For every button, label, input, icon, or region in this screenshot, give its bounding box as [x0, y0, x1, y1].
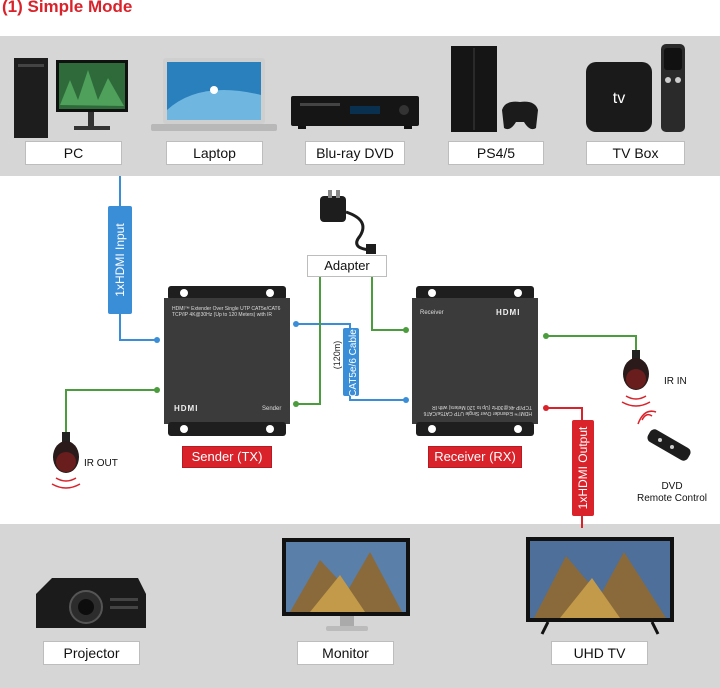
power-adapter-icon	[320, 190, 376, 254]
sender-tag: Sender (TX)	[182, 446, 272, 468]
cable-length-label: (120m)	[332, 340, 342, 370]
laptop-icon	[151, 58, 277, 131]
receiver-device-icon	[412, 286, 538, 436]
tv-icon	[526, 537, 674, 635]
sender-device-icon	[164, 286, 290, 436]
tv-box-icon: tv	[586, 44, 685, 132]
hdmi-input-badge	[108, 206, 132, 314]
hdmi-output-badge	[572, 420, 594, 516]
source-label-laptop: Laptop	[166, 141, 263, 165]
cable-badge	[343, 328, 359, 396]
receiver-side-label: Receiver	[420, 310, 444, 316]
display-label-uhdtv: UHD TV	[551, 641, 648, 665]
hdmi-output-label: 1xHDMI Output	[576, 426, 590, 510]
ir-out-cable	[65, 389, 157, 440]
source-label-pc: PC	[25, 141, 122, 165]
cable-label: CAT5e/6 Cable	[348, 329, 359, 397]
source-label-tvbox: TV Box	[586, 141, 685, 165]
bluray-player-icon	[291, 96, 419, 129]
svg-text:tv: tv	[613, 90, 625, 107]
power-cable-tx	[296, 276, 321, 405]
page-title: (1) Simple Mode	[2, 0, 133, 16]
desktop-pc-icon	[14, 58, 128, 138]
hdmi-input-label: 1xHDMI Input	[113, 223, 127, 297]
ir-out-label: IR OUT	[84, 458, 118, 469]
ir-emitter-icon	[51, 432, 81, 489]
ir-in-label: IR IN	[664, 376, 687, 387]
sender-print: HDMI™ Extender Over Single UTP CAT5e/CAT…	[172, 306, 281, 318]
ir-receiver-icon	[621, 350, 651, 407]
display-label-monitor: Monitor	[297, 641, 394, 665]
display-label-projector: Projector	[43, 641, 140, 665]
remote-label-line2: Remote Control	[636, 493, 708, 504]
power-cable-rx	[371, 276, 406, 331]
adapter-label: Adapter	[307, 255, 387, 277]
remote-label-line1: DVD	[661, 481, 683, 492]
source-label-ps: PS4/5	[448, 141, 544, 165]
monitor-icon	[282, 538, 410, 631]
ir-in-cable	[546, 335, 637, 356]
game-console-icon	[451, 46, 538, 132]
receiver-tag: Receiver (RX)	[428, 446, 522, 468]
projector-icon	[36, 578, 146, 628]
sender-side-label: Sender	[262, 406, 282, 412]
receiver-brand: HDMI	[496, 308, 521, 317]
receiver-print: HDMI™ Extender Over Single UTP CAT5e/CAT…	[423, 404, 532, 416]
source-label-bluray: Blu-ray DVD	[305, 141, 405, 165]
remote-control-icon	[637, 410, 691, 461]
sender-brand: HDMI	[174, 404, 199, 413]
